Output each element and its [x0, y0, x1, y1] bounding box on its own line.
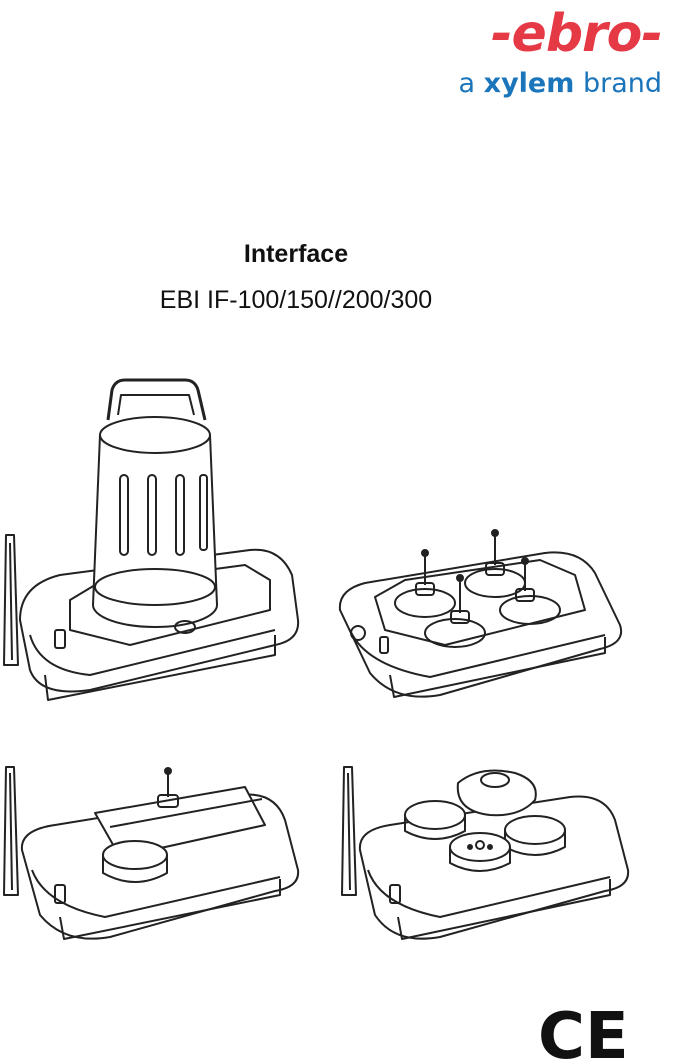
svg-text:CE: CE [538, 1004, 624, 1062]
interface-with-tall-cylinder-logger-icon [0, 375, 310, 710]
ebro-logo: -ebro- a xylem brand [398, 2, 668, 102]
document-title: Interface [0, 240, 592, 269]
document-subtitle: EBI IF-100/150//200/300 [0, 286, 592, 315]
interface-with-three-puck-loggers-icon [330, 765, 630, 950]
logo-tagline: a xylem brand [398, 68, 662, 100]
interface-with-single-probe-logger-icon [0, 765, 300, 945]
logo-wordmark: -ebro- [398, 6, 662, 62]
ce-mark-icon: CE [538, 1004, 624, 1062]
interface-with-four-probe-loggers-icon [330, 525, 630, 705]
